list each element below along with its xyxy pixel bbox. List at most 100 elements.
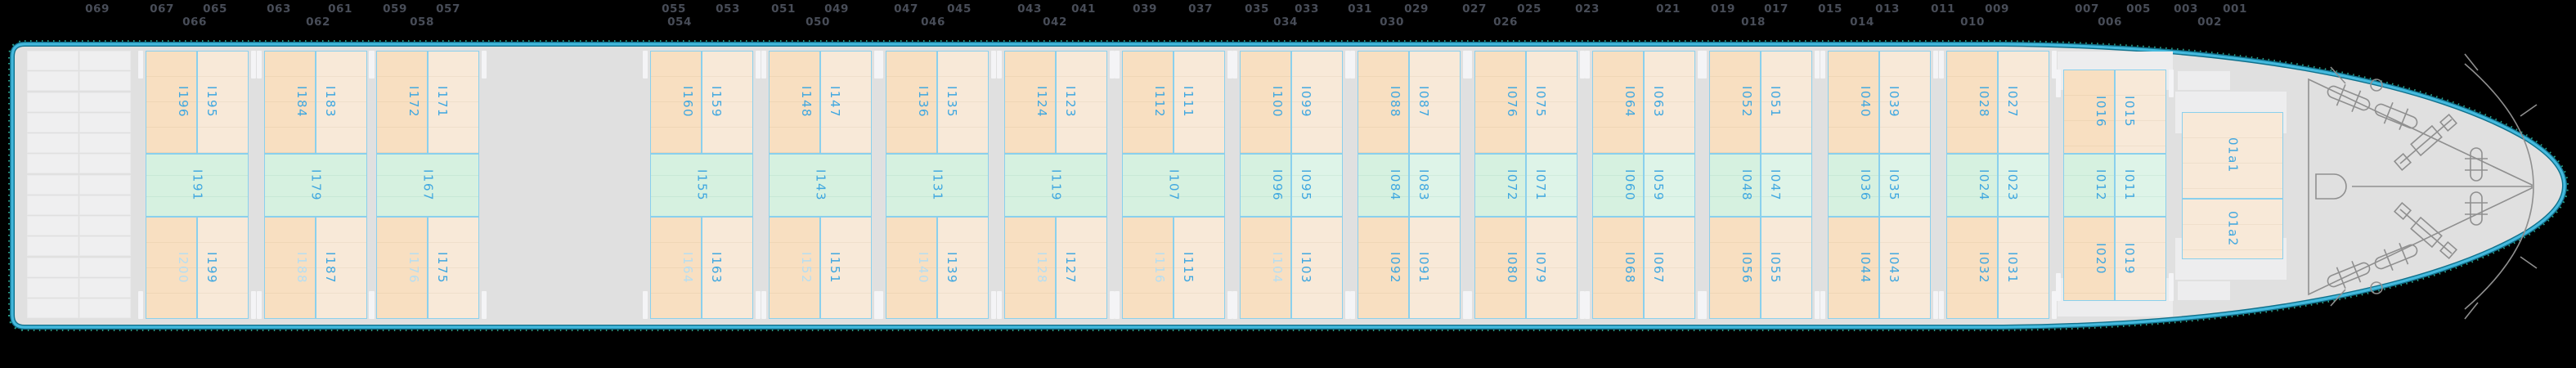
cabin-I199[interactable]: I199 [197,217,249,319]
cabin-I167[interactable]: I167 [376,154,479,217]
cabin-I136[interactable]: I136 [886,51,937,154]
cabin-number-label: I139 [945,251,959,285]
cabin-I151[interactable]: I151 [820,217,872,319]
cabin-I164[interactable]: I164 [650,217,702,319]
cabin-I115[interactable]: I115 [1174,217,1225,319]
cabin-I068[interactable]: I068 [1592,217,1644,319]
cabin-I092[interactable]: I092 [1358,217,1409,319]
cabin-I119[interactable]: I119 [1004,154,1107,217]
cabin-I028[interactable]: I028 [1946,51,1998,154]
cabin-I048[interactable]: I048 [1709,154,1761,217]
cabin-I191[interactable]: I191 [146,154,249,217]
cabin-I163[interactable]: I163 [702,217,753,319]
cabin-I179[interactable]: I179 [264,154,367,217]
cabin-I140[interactable]: I140 [886,217,937,319]
cabin-I055[interactable]: I055 [1761,217,1812,319]
frame-label-021: 021 [1656,2,1681,16]
cabin-I040[interactable]: I040 [1828,51,1879,154]
cabin-I056[interactable]: I056 [1709,217,1761,319]
cabin-I175[interactable]: I175 [428,217,479,319]
cabin-I099[interactable]: I099 [1291,51,1343,154]
frame-label-026: 026 [1493,16,1518,29]
cabin-I083[interactable]: I083 [1409,154,1461,217]
cabin-I019[interactable]: I019 [2115,217,2166,301]
cabin-I155[interactable]: I155 [650,154,753,217]
cabin-I148[interactable]: I148 [769,51,820,154]
cabin-I111[interactable]: I111 [1174,51,1225,154]
gap-tab [1698,51,1703,79]
cabin-I184[interactable]: I184 [264,51,316,154]
cabin-I139[interactable]: I139 [937,217,989,319]
cabin-I064[interactable]: I064 [1592,51,1644,154]
cabin-01a1[interactable]: 01a1 [2182,112,2283,199]
cabin-I012[interactable]: I012 [2063,154,2115,217]
cabin-number-label: I072 [1505,168,1519,202]
cabin-I096[interactable]: I096 [1240,154,1291,217]
cabin-I176[interactable]: I176 [376,217,428,319]
cabin-I143[interactable]: I143 [769,154,872,217]
frame-label-023: 023 [1575,2,1600,16]
cabin-I104[interactable]: I104 [1240,217,1291,319]
cabin-I031[interactable]: I031 [1998,217,2049,319]
cabin-I160[interactable]: I160 [650,51,702,154]
cabin-I016[interactable]: I016 [2063,70,2115,154]
cabin-I091[interactable]: I091 [1409,217,1461,319]
cabin-I103[interactable]: I103 [1291,217,1343,319]
cabin-I079[interactable]: I079 [1526,217,1577,319]
cabin-I172[interactable]: I172 [376,51,428,154]
cabin-I024[interactable]: I024 [1946,154,1998,217]
cabin-I052[interactable]: I052 [1709,51,1761,154]
cabin-I087[interactable]: I087 [1409,51,1461,154]
cabin-I043[interactable]: I043 [1879,217,1931,319]
cabin-I015[interactable]: I015 [2115,70,2166,154]
cabin-I128[interactable]: I128 [1004,217,1056,319]
cabin-I032[interactable]: I032 [1946,217,1998,319]
cabin-I020[interactable]: I020 [2063,217,2115,301]
cabin-number-label: I179 [308,168,324,202]
cabin-I076[interactable]: I076 [1474,51,1526,154]
cabin-I011[interactable]: I011 [2115,154,2166,217]
cabin-I135[interactable]: I135 [937,51,989,154]
cabin-I060[interactable]: I060 [1592,154,1644,217]
cabin-I123[interactable]: I123 [1056,51,1107,154]
cabin-I023[interactable]: I023 [1998,154,2049,217]
cabin-I107[interactable]: I107 [1122,154,1225,217]
cabin-I035[interactable]: I035 [1879,154,1931,217]
cabin-I039[interactable]: I039 [1879,51,1931,154]
cabin-I195[interactable]: I195 [197,51,249,154]
cabin-I183[interactable]: I183 [316,51,367,154]
cabin-I196[interactable]: I196 [146,51,197,154]
cabin-I063[interactable]: I063 [1644,51,1695,154]
cabin-I059[interactable]: I059 [1644,154,1695,217]
cabin-I047[interactable]: I047 [1761,154,1812,217]
cabin-I147[interactable]: I147 [820,51,872,154]
cabin-I124[interactable]: I124 [1004,51,1056,154]
cabin-I044[interactable]: I044 [1828,217,1879,319]
cabin-I116[interactable]: I116 [1122,217,1174,319]
cabin-I188[interactable]: I188 [264,217,316,319]
cabin-number-label: I059 [1651,168,1666,202]
frame-label-055: 055 [662,2,686,16]
cabin-I112[interactable]: I112 [1122,51,1174,154]
cabin-I200[interactable]: I200 [146,217,197,319]
cabin-I127[interactable]: I127 [1056,217,1107,319]
cabin-I027[interactable]: I027 [1998,51,2049,154]
cabin-I036[interactable]: I036 [1828,154,1879,217]
cabin-I080[interactable]: I080 [1474,217,1526,319]
cabin-I072[interactable]: I072 [1474,154,1526,217]
cabin-I051[interactable]: I051 [1761,51,1812,154]
cabin-I071[interactable]: I071 [1526,154,1577,217]
cabin-I084[interactable]: I084 [1358,154,1409,217]
cabin-I171[interactable]: I171 [428,51,479,154]
cabin-I088[interactable]: I088 [1358,51,1409,154]
cabin-I067[interactable]: I067 [1644,217,1695,319]
cabin-I187[interactable]: I187 [316,217,367,319]
cabin-I131[interactable]: I131 [886,154,989,217]
cabin-01a2[interactable]: 01a2 [2182,199,2283,259]
cabin-I075[interactable]: I075 [1526,51,1577,154]
cabin-I095[interactable]: I095 [1291,154,1343,217]
gap-tab [991,51,996,79]
cabin-I159[interactable]: I159 [702,51,753,154]
cabin-I100[interactable]: I100 [1240,51,1291,154]
cabin-I152[interactable]: I152 [769,217,820,319]
